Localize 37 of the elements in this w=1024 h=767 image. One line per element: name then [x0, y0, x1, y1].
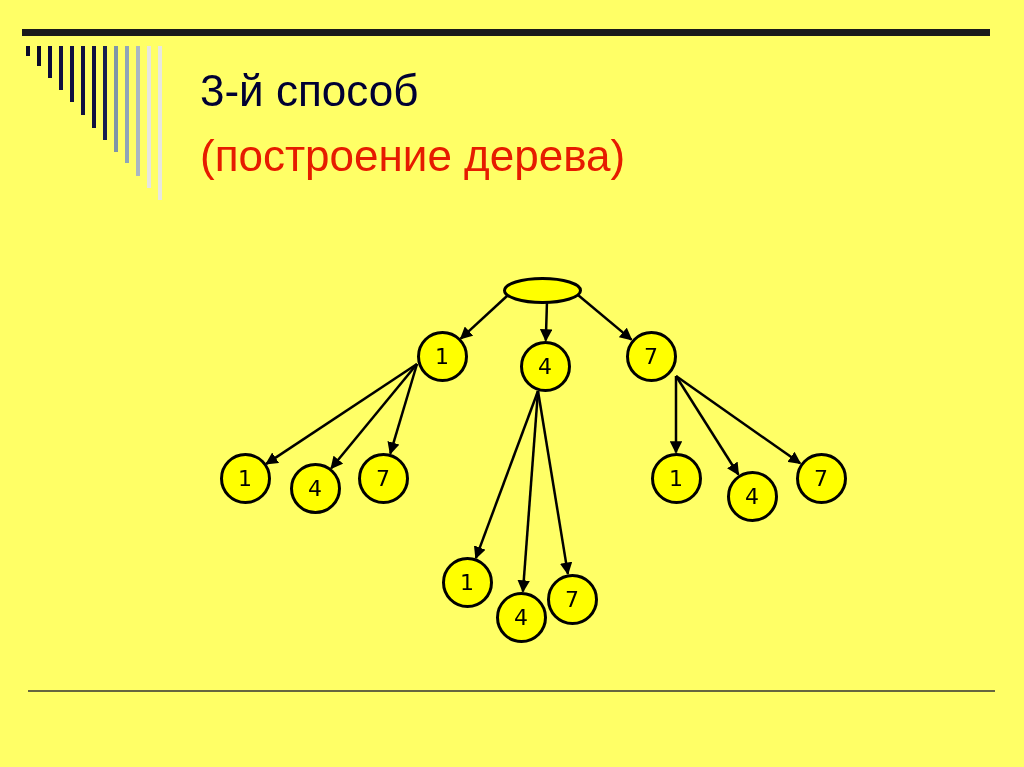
number-circle [441, 556, 493, 608]
node-number: 7 [376, 465, 390, 491]
number-circle [219, 452, 271, 504]
number-circle [495, 591, 547, 643]
slide-subtitle: (построение дерева) [200, 131, 626, 181]
node-number: 7 [644, 343, 658, 369]
number-circle [546, 573, 598, 625]
arrow [577, 294, 633, 341]
node-number: 7 [814, 465, 828, 491]
node-number: 7 [565, 586, 579, 612]
arrow [330, 363, 418, 470]
number-circle [357, 452, 409, 504]
node-number: 4 [308, 475, 322, 501]
node-number: 1 [238, 465, 252, 491]
node-number: 1 [460, 569, 474, 595]
root-ellipse [502, 276, 582, 304]
arrow [265, 362, 418, 465]
arrow [536, 390, 573, 576]
node-number: 1 [435, 343, 449, 369]
number-circle [416, 330, 468, 382]
arrow [669, 376, 683, 454]
number-circle [625, 330, 677, 382]
arrow [674, 375, 740, 476]
node-number: 4 [514, 604, 528, 630]
arrow [473, 390, 540, 560]
number-circle [289, 462, 341, 514]
arrow [459, 295, 508, 340]
node-number: 4 [538, 353, 552, 379]
arrow [387, 363, 419, 455]
node-number: 1 [669, 465, 683, 491]
number-circle [519, 340, 571, 392]
node-number: 4 [745, 483, 759, 509]
number-circle [795, 452, 847, 504]
number-circle [726, 470, 778, 522]
slide-title: 3-й способ [200, 66, 419, 116]
number-circle [650, 452, 702, 504]
arrow [675, 374, 802, 465]
